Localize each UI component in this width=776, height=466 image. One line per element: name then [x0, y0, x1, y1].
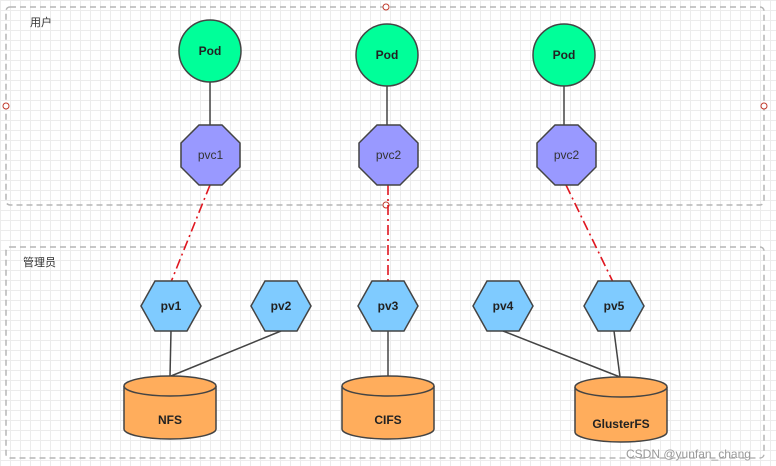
pv-node[interactable]: pv5 — [583, 280, 645, 332]
pv-label: pv5 — [604, 299, 625, 313]
pvc1-pv1-binding — [170, 184, 211, 283]
storage-node[interactable]: GlusterFS — [574, 376, 668, 443]
storage-top — [574, 376, 668, 398]
pod-circle — [178, 19, 242, 83]
admin-zone-label: 管理员 — [23, 255, 56, 269]
pv5-gluster-link — [613, 330, 621, 378]
admin-zone-border — [5, 246, 765, 459]
storage-label: GlusterFS — [592, 417, 649, 431]
pv-storage-links — [169, 330, 621, 378]
pv-node[interactable]: pv4 — [472, 280, 534, 332]
storage-body — [574, 387, 668, 443]
pv-label: pv1 — [161, 299, 182, 313]
pvc-label: pvc2 — [554, 148, 580, 162]
pod-label: Pod — [199, 44, 222, 58]
storage-top — [123, 375, 217, 397]
pv-node[interactable]: pv1 — [140, 280, 202, 332]
pv-hexagon — [250, 280, 312, 332]
pv-hexagon — [472, 280, 534, 332]
pvc-node[interactable]: pvc1 — [180, 124, 241, 186]
pvc-node[interactable]: pvc2 — [536, 124, 597, 186]
user-zone: 用户 — [2, 3, 768, 209]
pod-label: Pod — [376, 48, 399, 62]
pod-node[interactable]: Pod — [532, 23, 596, 87]
pv-label: pv3 — [378, 299, 399, 313]
user-zone-label: 用户 — [30, 15, 52, 29]
storage-node[interactable]: CIFS — [341, 375, 435, 440]
right-handle[interactable] — [760, 102, 768, 110]
pvc-pv-bindings — [170, 184, 614, 283]
pv-node[interactable]: pv2 — [250, 280, 312, 332]
pv-label: pv2 — [271, 299, 292, 313]
pvc-octagon — [358, 124, 419, 186]
pvc-octagon — [180, 124, 241, 186]
pv-hexagon — [140, 280, 202, 332]
pvc3-pv5-binding — [565, 184, 614, 283]
pv-label: pv4 — [493, 299, 514, 313]
storage-label: CIFS — [374, 413, 401, 427]
left-handle[interactable] — [2, 102, 10, 110]
pvc-label: pvc1 — [198, 148, 224, 162]
storage-label: NFS — [158, 413, 182, 427]
pvc-node[interactable]: pvc2 — [358, 124, 419, 186]
storage-body — [123, 386, 217, 440]
storage-top — [341, 375, 435, 397]
pv-node[interactable]: pv3 — [357, 280, 419, 332]
watermark-text: CSDN @yunfan_chang — [626, 447, 751, 461]
pod-label: Pod — [553, 48, 576, 62]
pv1-nfs-link — [169, 330, 172, 377]
top-handle[interactable] — [382, 3, 390, 11]
pod-node[interactable]: Pod — [178, 19, 242, 83]
pv4-gluster-link — [502, 330, 621, 378]
storage-body — [341, 386, 435, 440]
admin-zone: 管理员 — [5, 246, 765, 459]
pvc-octagon — [536, 124, 597, 186]
pod-pvc-links — [209, 82, 565, 125]
pv-hexagon — [357, 280, 419, 332]
pod-circle — [355, 23, 419, 87]
pod-node[interactable]: Pod — [355, 23, 419, 87]
storage-node[interactable]: NFS — [123, 375, 217, 440]
pv-hexagon — [583, 280, 645, 332]
pv2-nfs-link — [170, 330, 282, 377]
pvc-label: pvc2 — [376, 148, 402, 162]
pod-circle — [532, 23, 596, 87]
